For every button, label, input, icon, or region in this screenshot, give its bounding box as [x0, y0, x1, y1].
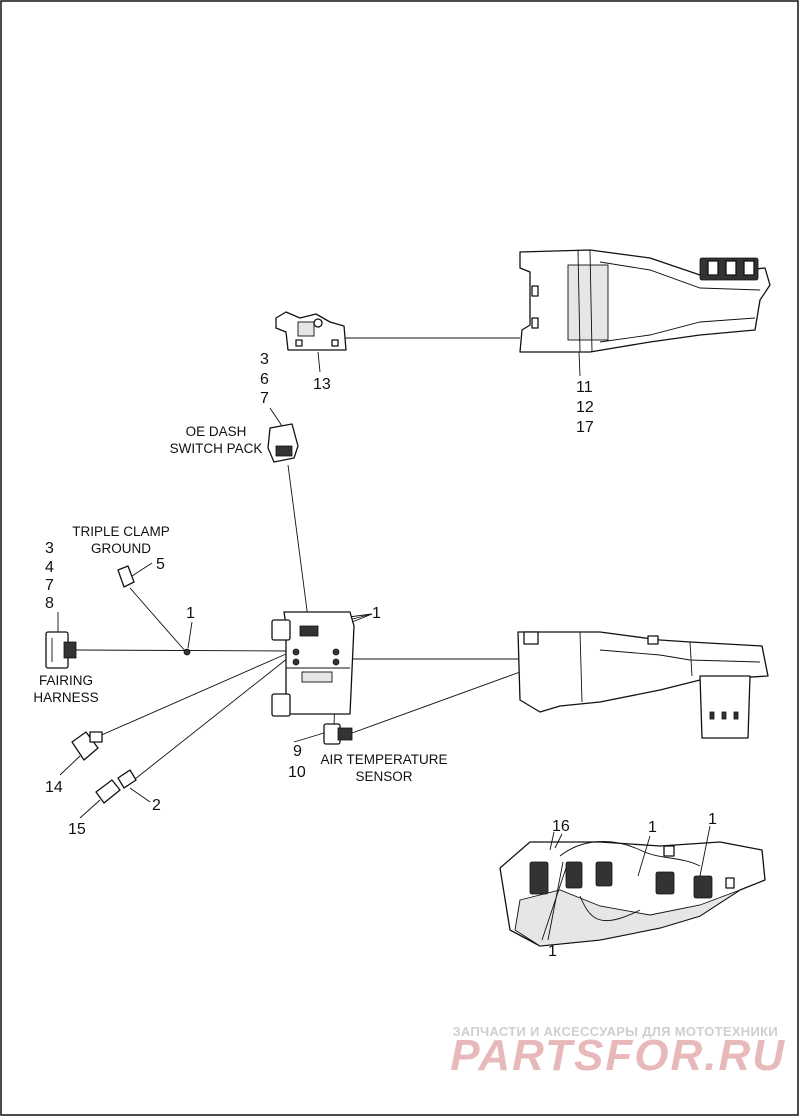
oe-dash-connector [267, 423, 299, 463]
callout-8-left: 8 [45, 595, 54, 612]
labels: OE DASH SWITCH PACK TRIPLE CLAMP GROUND … [33, 424, 447, 784]
watermark: ЗАПЧАСТИ И АКСЕССУАРЫ ДЛЯ МОТОТЕХНИКИ PA… [450, 1024, 786, 1080]
callout-3-left: 3 [45, 540, 54, 557]
watermark-logo: PARTSFOR.RU [450, 1031, 786, 1080]
callout-14: 14 [45, 779, 63, 796]
bracket-13 [275, 311, 347, 351]
callout-10: 10 [288, 764, 306, 781]
label-air-temp-1: AIR TEMPERATURE [320, 752, 447, 767]
callout-6-top: 6 [260, 371, 269, 388]
callout-7-top: 7 [260, 390, 269, 407]
label-oe-dash-2: SWITCH PACK [170, 441, 263, 456]
callout-1-inset-c: 1 [548, 943, 557, 960]
label-triple-clamp-1: TRIPLE CLAMP [72, 524, 170, 539]
callout-12: 12 [576, 399, 594, 416]
ground-terminal [117, 565, 191, 656]
fairing-connector [45, 631, 77, 669]
callout-1-right: 1 [372, 605, 381, 622]
watermark-tagline: ЗАПЧАСТИ И АКСЕССУАРЫ ДЛЯ МОТОТЕХНИКИ [452, 1024, 778, 1039]
callout-15: 15 [68, 821, 86, 838]
callout-16: 16 [552, 818, 570, 835]
callout-4-left: 4 [45, 559, 54, 576]
connector-14 [71, 731, 103, 761]
callout-5: 5 [156, 556, 165, 573]
label-triple-clamp-2: GROUND [91, 541, 151, 556]
label-fairing-1: FAIRING [39, 673, 93, 688]
callout-1-inset-a: 1 [648, 819, 657, 836]
leader-lines [57, 351, 581, 849]
callout-2: 2 [152, 797, 161, 814]
wiring-harness [75, 337, 521, 784]
callout-numbers: 3 6 7 13 11 12 17 3 4 7 8 5 1 1 9 10 14 … [45, 351, 717, 960]
label-oe-dash-1: OE DASH [186, 424, 247, 439]
mounting-plate [271, 611, 355, 717]
callout-11: 11 [576, 379, 593, 396]
callout-13: 13 [313, 376, 331, 393]
callout-17: 17 [576, 419, 594, 436]
callout-1-inset-b: 1 [708, 811, 717, 828]
lower-housing [517, 631, 769, 739]
instrument-housing [519, 249, 771, 353]
callout-9: 9 [293, 743, 302, 760]
label-air-temp-2: SENSOR [355, 769, 412, 784]
callout-7-left: 7 [45, 577, 54, 594]
inset-detail [499, 825, 766, 947]
air-temp-sensor [323, 723, 353, 745]
callout-1-mid: 1 [186, 605, 195, 622]
connector-15 [95, 769, 137, 804]
callout-3-top: 3 [260, 351, 269, 368]
label-fairing-2: HARNESS [33, 690, 98, 705]
